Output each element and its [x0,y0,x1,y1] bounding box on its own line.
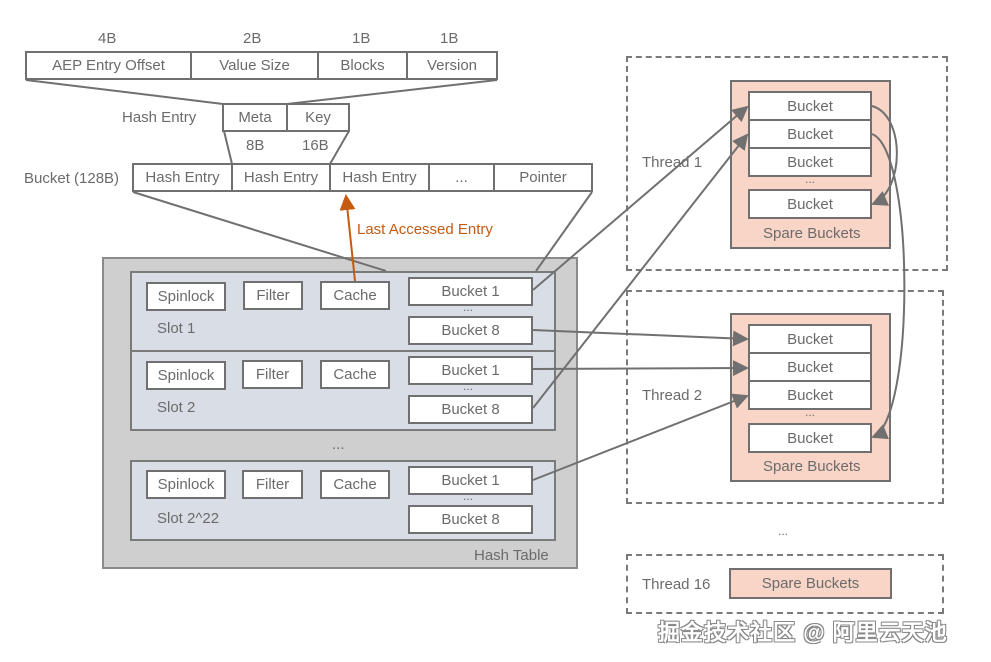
filter-box: Filter [242,360,303,389]
bucket-cell-ellipsis: ... [428,163,495,192]
bucket-label: Bucket (128B) [24,170,120,187]
spare-bucket: Bucket [748,119,872,149]
spare-buckets-box: Spare Buckets [729,568,892,599]
spare-bucket: Bucket [748,147,872,177]
size-label-blocks: 1B [352,30,371,47]
hash-table-label: Hash Table [474,547,549,564]
bucket-8-box: Bucket 8 [408,505,533,534]
threads-ellipsis: ... [778,524,789,538]
slot-label: Slot 2 [157,399,196,416]
filter-box: Filter [243,281,303,310]
watermark: 掘金技术社区 @ 阿里云天池 [658,620,948,645]
bucket-cell-hash-entry: Hash Entry [231,163,331,192]
expand-line [286,79,498,105]
bucket-8-box: Bucket 8 [408,316,533,345]
expand-line [25,79,224,105]
slot-label: Slot 1 [157,320,196,337]
hash-entry-key: Key [286,103,350,132]
filter-box: Filter [242,470,303,499]
spare-bucket: Bucket [748,423,872,453]
thread-label: Thread 2 [642,387,703,404]
bucket-1-box: Bucket 1 [408,277,533,306]
spare-buckets-label: Spare Buckets [763,225,861,242]
bucket-cell-hash-entry: Hash Entry [132,163,233,192]
thread-region [626,554,944,614]
bucket-ellipsis: ... [463,489,474,503]
size-label-aep-offset: 4B [98,30,117,47]
field-aep-entry-offset: AEP Entry Offset [25,51,192,80]
spinlock-box: Spinlock [146,361,226,390]
cache-box: Cache [320,470,390,499]
bucket-1-box: Bucket 1 [408,356,533,385]
field-value-size: Value Size [190,51,319,80]
spare-bucket: Bucket [748,91,872,121]
bucket-ellipsis: ... [463,379,474,393]
size-label-value-size: 2B [243,30,262,47]
spare-bucket: Bucket [748,380,872,410]
bucket-cell-pointer: Pointer [493,163,593,192]
field-version: Version [406,51,498,80]
spare-buckets-label: Spare Buckets [763,458,861,475]
thread-label: Thread 16 [642,576,711,593]
expand-line [329,130,350,165]
thread-label: Thread 1 [642,154,703,171]
hash-entry-meta: Meta [222,103,288,132]
slot-label: Slot 2^22 [157,510,220,527]
bucket-1-box: Bucket 1 [408,466,533,495]
meta-size-label: 8B [246,137,265,154]
cache-box: Cache [320,360,390,389]
spare-bucket: Bucket [748,189,872,219]
hash-entry-label: Hash Entry [122,109,197,126]
cache-box: Cache [320,281,390,310]
bucket-cell-hash-entry: Hash Entry [329,163,430,192]
size-label-version: 1B [440,30,459,47]
spare-bucket: Bucket [748,352,872,382]
spinlock-box: Spinlock [146,470,226,499]
spare-ellipsis: ... [805,405,816,419]
bucket-8-box: Bucket 8 [408,395,533,424]
spare-bucket: Bucket [748,324,872,354]
spare-ellipsis: ... [805,172,816,186]
spinlock-box: Spinlock [146,282,226,311]
expand-line [223,130,233,165]
last-accessed-entry-label: Last Accessed Entry [357,221,493,238]
bucket-ellipsis: ... [463,300,474,314]
key-size-label: 16B [302,137,329,154]
slots-ellipsis: ... [332,436,345,453]
field-blocks: Blocks [317,51,408,80]
